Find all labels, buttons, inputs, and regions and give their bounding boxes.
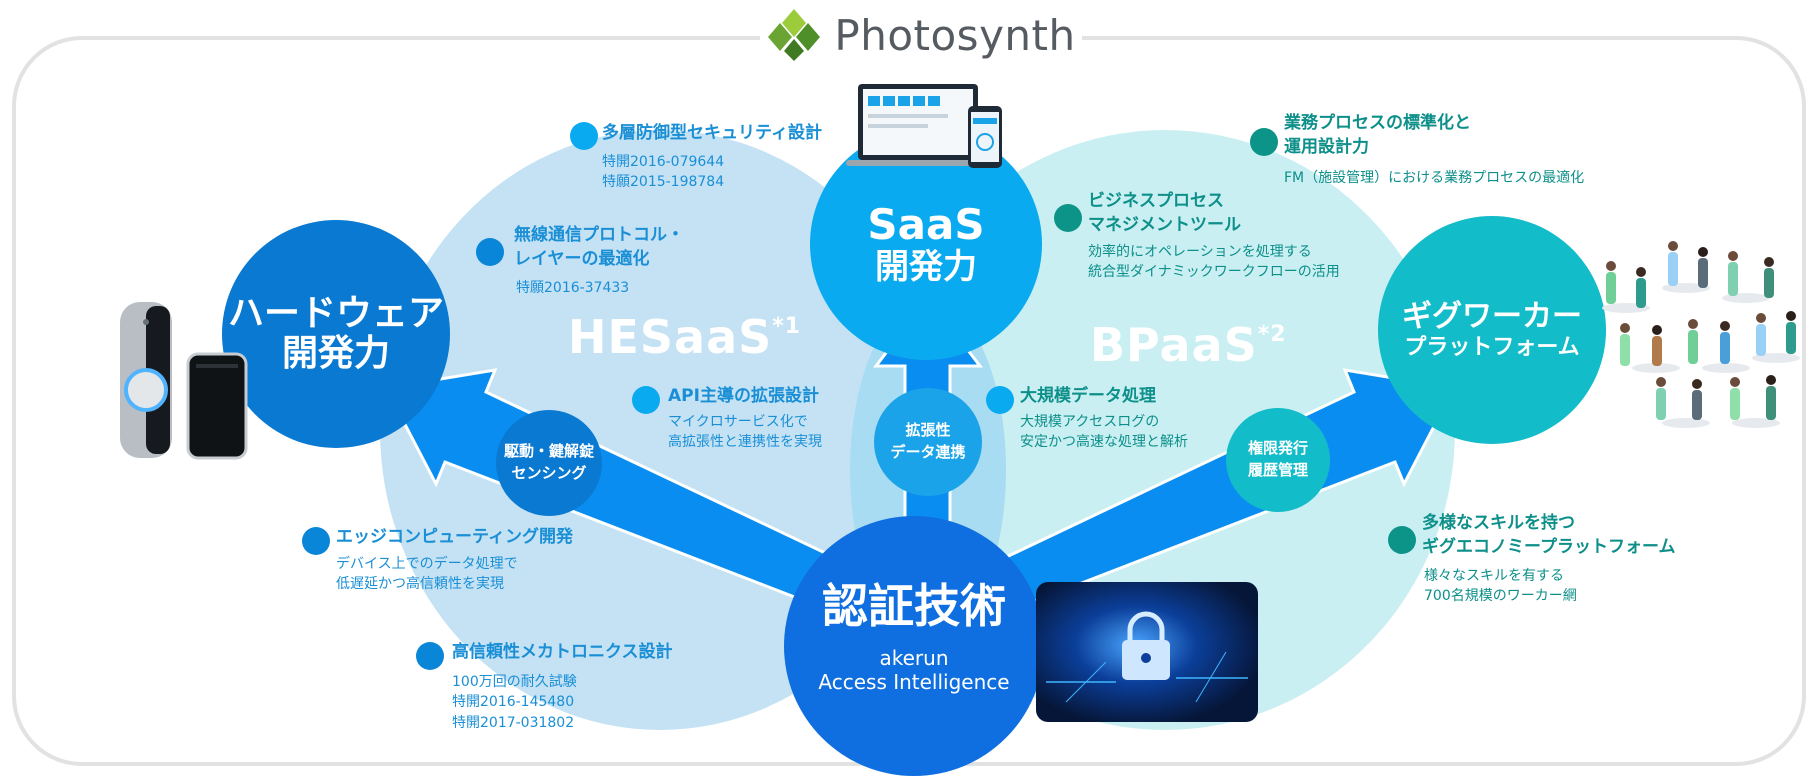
lock-device-illustration — [120, 302, 248, 460]
wireless-title-line2: レイヤーの最適化 — [514, 248, 650, 269]
skills-title-line2: ギグエコノミープラットフォーム — [1422, 536, 1676, 557]
bigdata-desc-line2: 安定かつ高速な処理と解析 — [1020, 434, 1188, 451]
extend-line1: 拡張性 — [905, 421, 951, 440]
gig-line1: ギグワーカー — [1402, 298, 1582, 334]
mecha-desc-line1: 100万回の耐久試験 — [452, 674, 577, 690]
hesaas-label: HESaaS*1 — [568, 310, 801, 364]
bpm-title: ビジネスプロセス マネジメントツール — [1088, 190, 1241, 238]
mecha-title: 高信頼性メカトロニクス設計 — [452, 642, 673, 662]
brand-header: Photosynth — [760, 0, 1082, 70]
bigdata-desc-line1: 大規模アクセスログの — [1020, 414, 1160, 430]
perm-line2: 履歴管理 — [1247, 461, 1308, 479]
api-dot — [632, 386, 660, 414]
edge-title: エッジコンピューティング開発 — [336, 527, 573, 547]
bpm-dot — [1054, 204, 1082, 232]
process-desc: FM（施設管理）における業務プロセスの最適化 — [1284, 170, 1585, 186]
wireless-title: 無線通信プロトコル・ レイヤーの最適化 — [514, 224, 684, 272]
padlock-icon — [1046, 611, 1248, 703]
bpm-title-line1: ビジネスプロセス — [1088, 191, 1224, 211]
perm-connector: 権限発行 履歴管理 — [1226, 408, 1330, 512]
wireless-title-line1: 無線通信プロトコル・ — [514, 225, 684, 245]
extend-line2: データ連携 — [890, 443, 966, 461]
api-desc: マイクロサービス化で 高拡張性と連携性を実現 — [668, 412, 822, 453]
bpm-title-line2: マネジメントツール — [1088, 214, 1241, 235]
mecha-desc-line2: 特開2016-145480 — [452, 694, 575, 711]
mecha-dot — [416, 642, 444, 670]
drive-line2: センシング — [511, 464, 587, 482]
process-dot — [1250, 128, 1278, 156]
arrow-to-hardware — [383, 368, 842, 610]
security-desc-line1: 特開2016-079644 — [602, 154, 725, 170]
center-title: 認証技術 — [822, 579, 1006, 633]
process-title-line2: 運用設計力 — [1284, 136, 1369, 157]
security-desc: 特開2016-079644 特願2015-198784 — [602, 152, 724, 193]
mecha-desc-line3: 特開2017-031802 — [452, 714, 575, 731]
center-brand-line: Access Intelligence — [818, 670, 1010, 694]
saas-line2: 開発力 — [875, 247, 977, 288]
perm-line1: 権限発行 — [1247, 439, 1308, 458]
center-brand-small: akerun — [879, 646, 949, 670]
skills-title: 多様なスキルを持つ ギグエコノミープラットフォーム — [1422, 512, 1675, 560]
edge-desc-line2: 低遅延かつ高信頼性を実現 — [336, 576, 504, 593]
process-title-line1: 業務プロセスの標準化と — [1284, 113, 1471, 133]
edge-dot — [302, 527, 330, 555]
security-dot — [570, 122, 598, 150]
bpm-desc-line2: 統合型ダイナミックワークフローの活用 — [1088, 264, 1340, 281]
drive-connector: 駆動・鍵解錠 センシング — [496, 410, 602, 516]
hardware-circle: ハードウェア 開発力 — [222, 220, 450, 448]
skills-desc-line2: 700名規模のワーカー網 — [1424, 588, 1577, 605]
api-desc-line2: 高拡張性と連携性を実現 — [668, 434, 822, 451]
saas-circle: SaaS 開発力 — [810, 128, 1042, 360]
center-circle: 認証技術 akerun Access Intelligence — [784, 516, 1044, 776]
saas-device-illustration — [846, 84, 1002, 168]
mecha-desc: 100万回の耐久試験 特開2016-145480 特開2017-031802 — [452, 672, 577, 733]
skills-dot — [1388, 526, 1416, 554]
hardware-line2: 開発力 — [281, 333, 390, 374]
hesaas-note: *1 — [772, 314, 802, 339]
skills-desc: 様々なスキルを有する 700名規模のワーカー網 — [1424, 566, 1577, 607]
api-title: API主導の拡張設計 — [668, 386, 819, 406]
bigdata-desc: 大規模アクセスログの 安定かつ高速な処理と解析 — [1020, 412, 1188, 453]
bigdata-title: 大規模データ処理 — [1020, 386, 1156, 406]
hardware-line1: ハードウェア — [227, 292, 444, 334]
bpm-desc-line1: 効率的にオペレーションを処理する — [1088, 244, 1312, 260]
crowd-people-icon — [1602, 241, 1800, 428]
gig-worker-crowd-illustration — [1596, 238, 1806, 438]
skills-desc-line1: 様々なスキルを有する — [1424, 568, 1564, 584]
edge-desc-line1: デバイス上でのデータ処理で — [336, 556, 518, 572]
bpm-desc: 効率的にオペレーションを処理する 統合型ダイナミックワークフローの活用 — [1088, 242, 1340, 283]
wireless-desc: 特願2016-37433 — [516, 280, 630, 296]
wireless-dot — [476, 238, 504, 266]
edge-desc: デバイス上でのデータ処理で 低遅延かつ高信頼性を実現 — [336, 554, 518, 595]
brand-name: Photosynth — [834, 10, 1076, 60]
security-desc-line2: 特願2015-198784 — [602, 174, 725, 191]
saas-line1: SaaS — [867, 200, 985, 250]
process-title: 業務プロセスの標準化と 運用設計力 — [1284, 112, 1471, 160]
bigdata-dot — [986, 386, 1014, 414]
bpaas-note: *2 — [1257, 322, 1287, 347]
gig-circle: ギグワーカー プラットフォーム — [1378, 216, 1606, 444]
skills-title-line1: 多様なスキルを持つ — [1422, 513, 1575, 533]
security-title: 多層防御型セキュリティ設計 — [602, 123, 822, 143]
bpaas-label: BPaaS*2 — [1090, 318, 1287, 372]
extend-connector: 拡張性 データ連携 — [874, 388, 982, 496]
gig-line2: プラットフォーム — [1404, 334, 1580, 360]
hesaas-name: HESaaS — [568, 310, 773, 364]
bpaas-name: BPaaS — [1090, 318, 1258, 372]
lock-circuit-image — [1036, 582, 1258, 722]
drive-line1: 駆動・鍵解錠 — [503, 442, 594, 461]
api-desc-line1: マイクロサービス化で — [668, 414, 808, 430]
photosynth-logo-icon — [768, 9, 821, 61]
